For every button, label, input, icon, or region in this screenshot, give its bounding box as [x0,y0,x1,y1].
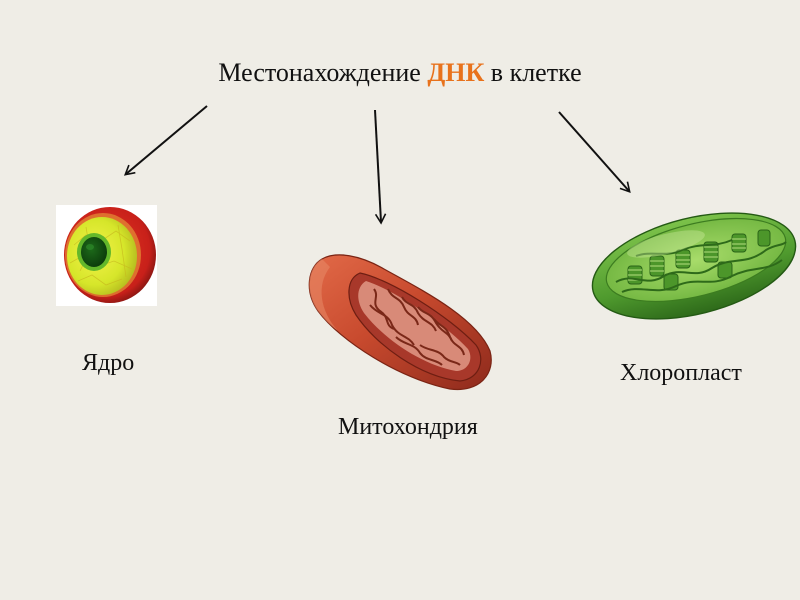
mitochondrion-icon [308,254,492,391]
arrow-to-nucleus [123,105,208,176]
nucleus-icon [64,207,156,303]
arrow-to-mitochondrion [374,109,387,225]
label-chloroplast: Хлоропласт [620,360,742,386]
label-mitochondrion: Митохондрия [338,414,478,440]
nucleus-image-frame [56,205,157,306]
title-highlight-dna: ДНК [427,58,485,87]
arrow-to-chloroplast [558,111,631,193]
chloroplast-icon [591,212,797,320]
label-nucleus: Ядро [82,350,135,376]
page-title: Местонахождение ДНК в клетке [0,58,800,88]
title-suffix: в клетке [484,58,582,87]
title-prefix: Местонахождение [218,58,428,87]
